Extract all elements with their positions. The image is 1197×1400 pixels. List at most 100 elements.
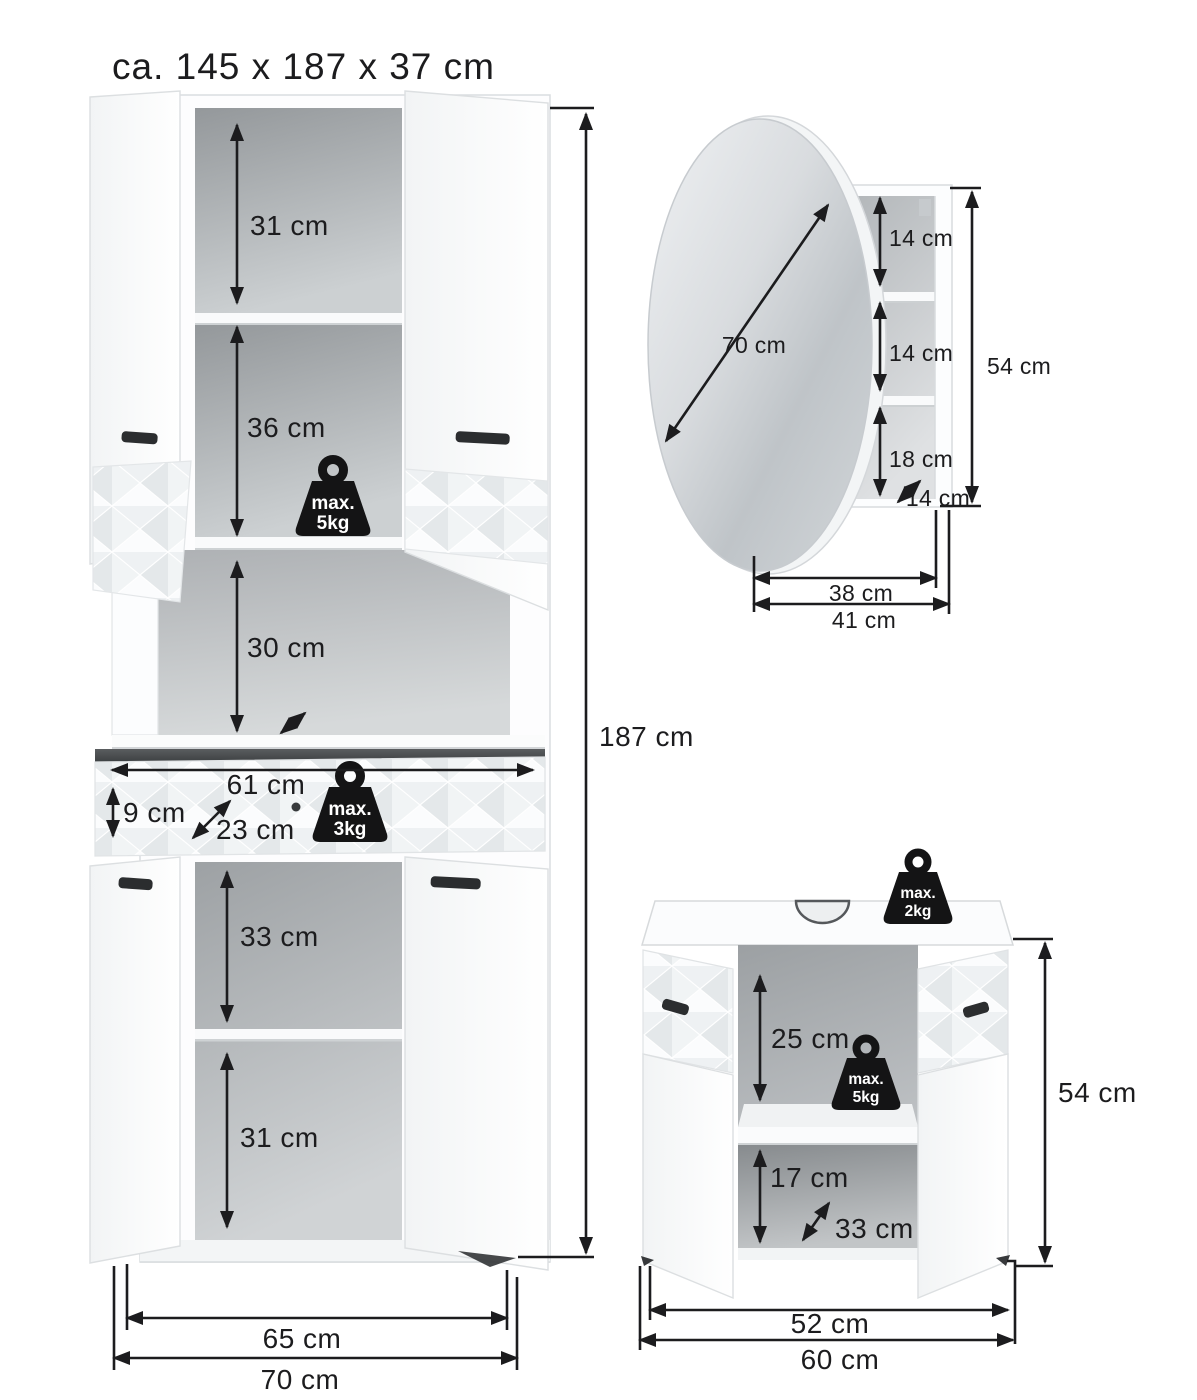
weight-badge-5kg-shelf: max. 5kg [831, 1034, 901, 1110]
dim-mirror-compartment-bottom: 18 cm [873, 406, 953, 497]
dim-arrow [896, 479, 922, 504]
weight-body-icon [831, 1058, 901, 1110]
weight-ring-icon [318, 455, 348, 485]
weight-body-icon [312, 787, 388, 842]
tall-upper-right-door-texture [404, 468, 549, 565]
vanity-right-door [917, 1053, 1009, 1300]
dim-drawer-front-height: 9 cm [106, 787, 186, 838]
dim-arrow [801, 1201, 831, 1242]
weight-label-line1: max. [311, 493, 354, 514]
dim-label: 54 cm [1058, 1077, 1137, 1108]
page-title: ca. 145 x 187 x 37 cm [112, 46, 495, 87]
weight-body-icon [883, 872, 953, 924]
weight-label-line1: max. [900, 885, 935, 902]
tall-door-shadow [458, 1251, 516, 1267]
dim-label: 14 cm [889, 340, 953, 366]
dim-label: 41 cm [832, 607, 896, 633]
vanity-pipe-cutout [794, 899, 851, 925]
tall-shelf-1 [195, 313, 402, 325]
dim-vanity-upper-clearance: 25 cm [753, 974, 850, 1102]
mirror-shelf-2-edge [853, 405, 935, 407]
tall-shelf-3-edge [195, 1039, 402, 1042]
weight-label-line1: max. [848, 1071, 883, 1088]
tall-lower-left-door [89, 856, 181, 1264]
mirror-shelf-1 [853, 292, 935, 303]
tall-shelf-3 [195, 1029, 402, 1041]
vanity-right-drawer [917, 949, 1009, 1074]
dim-label: 60 cm [801, 1344, 880, 1375]
tall-upper-right-handle [455, 431, 510, 445]
dim-label: 30 cm [247, 632, 326, 663]
vanity-shelf-edge [738, 1143, 918, 1146]
vanity-bottom-sill [738, 1248, 918, 1260]
dim-mirror-total-width: 41 cm [752, 510, 951, 633]
dim-label: 61 cm [227, 769, 306, 800]
dim-label: 17 cm [770, 1162, 849, 1193]
dim-label: 33 cm [835, 1213, 914, 1244]
dim-total-width: 70 cm [112, 1266, 519, 1395]
dim-top-shelf: 31 cm [230, 123, 329, 305]
tall-open-niche [157, 550, 510, 735]
mirror-shelf-1-edge [853, 301, 935, 303]
dim-label: 52 cm [791, 1308, 870, 1339]
dim-label: 70 cm [261, 1364, 340, 1395]
dim-arrow [191, 799, 232, 840]
dim-total-height: 187 cm [518, 106, 694, 1259]
weight-ring-icon [852, 1034, 880, 1062]
dim-label: 9 cm [123, 797, 186, 828]
vanity-shelf-front [738, 1127, 918, 1145]
weight-label-line2: 2kg [905, 903, 932, 920]
tall-niche-floor [112, 735, 545, 749]
dim-label: 38 cm [829, 580, 893, 606]
dim-drawer-depth: 23 cm [191, 799, 295, 845]
dim-label: 23 cm [216, 814, 295, 845]
dim-vanity-lower-shelf: 17 cm [753, 1149, 849, 1244]
mirror-hinge [919, 199, 931, 216]
dim-label: 54 cm [987, 353, 1051, 379]
dim-mirror-compartment-middle: 14 cm [873, 301, 953, 392]
tall-niche-floor-edge [112, 747, 545, 750]
dim-lower-bottom-shelf: 31 cm [220, 1052, 319, 1229]
dim-label: 14 cm [889, 225, 953, 251]
tall-drawer-knob [291, 802, 301, 812]
weight-ring-icon [904, 848, 932, 876]
tall-shelf-2 [195, 537, 402, 550]
dim-niche-depth-arrow [279, 711, 307, 735]
dim-label: 187 cm [599, 721, 694, 752]
tall-lower-right-handle [430, 876, 481, 890]
dim-open-niche: 30 cm [230, 560, 326, 733]
tall-cabinet: max. 5kg max. 3kg 31 cm 36 cm 30 cm 61 c… [89, 90, 694, 1395]
dim-vanity-height: 54 cm [1013, 937, 1137, 1268]
dim-label: 31 cm [250, 210, 329, 241]
dim-vanity-total-width: 60 cm [638, 1266, 1015, 1375]
dim-mirror-height: 54 cm [940, 186, 1051, 508]
dim-mirror-compartment-top: 14 cm [873, 196, 953, 287]
dim-label: 31 cm [240, 1122, 319, 1153]
vanity-right-door-shadow [996, 1255, 1010, 1266]
dim-middle-shelf: 36 cm [230, 325, 325, 537]
dim-arrow [664, 203, 830, 443]
dim-label: 70 cm [722, 332, 786, 358]
weight-label-line2: 3kg [334, 819, 367, 840]
weight-label-line2: 5kg [853, 1089, 880, 1106]
weight-badge-2kg-top: max. 2kg [883, 848, 953, 924]
vanity-left-door-shadow [641, 1256, 654, 1266]
mirror-cabinet: 70 cm 14 cm 14 cm 18 cm 14 cm 54 cm [647, 115, 1051, 633]
tall-lower-left-handle [118, 877, 153, 891]
tall-lower-right-door [404, 856, 549, 1271]
mirror-shelf-2 [853, 396, 935, 407]
tall-top-compartment [195, 108, 402, 313]
dim-inner-width: 65 cm [125, 1264, 509, 1354]
dim-label: 25 cm [771, 1023, 850, 1054]
dim-label: 18 cm [889, 446, 953, 472]
dim-label: 65 cm [263, 1323, 342, 1354]
tall-shelf-1-edge [195, 323, 402, 326]
tall-upper-left-door-texture [92, 460, 192, 603]
vanity-left-drawer-handle [661, 998, 690, 1016]
tall-mid-compartment [195, 325, 402, 537]
dim-label: 33 cm [240, 921, 319, 952]
dim-lower-upper-shelf: 33 cm [220, 870, 319, 1023]
vanity-left-door [642, 1053, 734, 1300]
dim-drawer-width: 61 cm [110, 763, 535, 800]
